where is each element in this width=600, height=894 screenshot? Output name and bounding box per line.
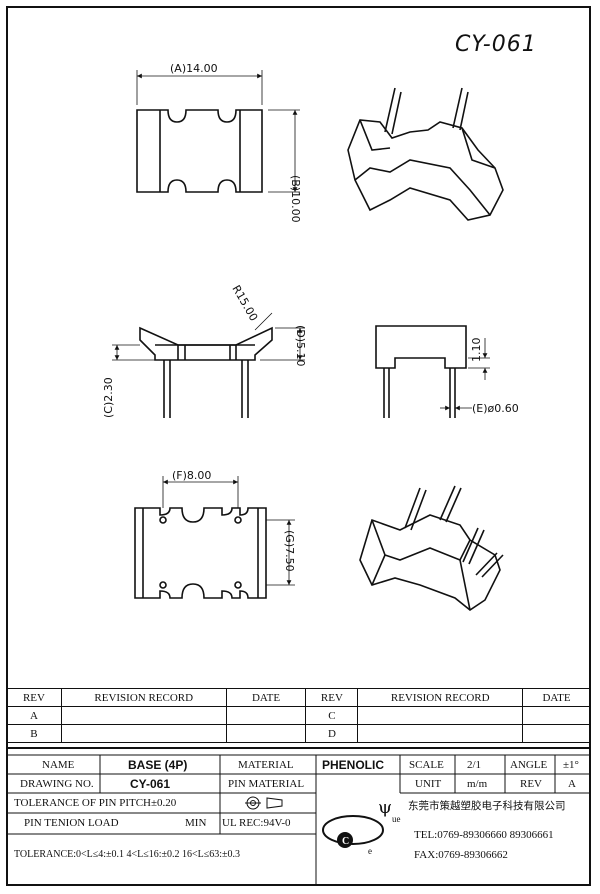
dim-h-label: 1.10: [470, 338, 483, 363]
dim-c-label: (C)2.30: [102, 377, 115, 418]
tolerance-ranges: TOLERANCE:0<L≤4:±0.1 4<L≤16:±0.2 16<L≤63…: [14, 849, 241, 860]
material-label: MATERIAL: [238, 759, 294, 771]
rev-cell: B: [6, 724, 62, 743]
iso-view-1: [347, 87, 504, 221]
dim-a-label: (A)14.00: [170, 62, 218, 75]
date-header-1: DATE: [225, 688, 307, 707]
pin-material-label: PIN MATERIAL: [228, 778, 305, 790]
dim-b-label: (B)10.00: [289, 175, 302, 223]
ul-rec: UL REC:94V-0: [222, 817, 291, 829]
drawing-title: CY-061: [455, 32, 537, 57]
company-name: 东莞市策越塑胶电子科技有限公司: [408, 800, 566, 812]
scale-value: 2/1: [467, 759, 482, 771]
revision-record-header-2: REVISION RECORD: [357, 688, 524, 707]
tolerance-pin-pitch: TOLERANCE OF PIN PITCH±0.20: [14, 797, 177, 809]
dim-g-label: (G)7.50: [283, 530, 296, 572]
drawing-no-label: DRAWING NO.: [20, 778, 94, 790]
unit-label: UNIT: [415, 778, 442, 790]
material-value: PHENOLIC: [322, 758, 385, 772]
revision-table: REV REVISION RECORD DATE REV REVISION RE…: [6, 688, 591, 743]
drawing-no-value: CY-061: [130, 777, 171, 791]
name-label: NAME: [42, 759, 75, 771]
dim-f-label: (F)8.00: [172, 469, 211, 482]
date-header-2: DATE: [522, 688, 591, 707]
company-tel: TEL:0769-89306660 89306661: [414, 829, 554, 841]
bottom-view: [134, 476, 295, 599]
top-view: [136, 70, 300, 193]
scale-label: SCALE: [409, 759, 444, 771]
pin-tenion-load: PIN TENION LOAD: [24, 817, 119, 829]
rev-cell: A: [6, 706, 62, 725]
rev-header-1: REV: [6, 688, 62, 707]
pin-tenion-min: MIN: [185, 817, 207, 829]
angle-label: ANGLE: [510, 759, 548, 771]
dim-e-label: (E)ø0.60: [472, 402, 519, 415]
company-fax: FAX:0769-89306662: [414, 849, 508, 861]
rev-label: REV: [520, 778, 542, 790]
unit-value: m/m: [467, 778, 488, 790]
revision-record-header-1: REVISION RECORD: [60, 688, 227, 707]
name-value: BASE (4P): [128, 758, 188, 772]
rev-cell: D: [305, 724, 359, 743]
drawing-frame: [6, 6, 591, 886]
rev-header-2: REV: [305, 688, 359, 707]
dim-r-label: R15.00: [229, 283, 260, 323]
rev-cell: C: [305, 706, 359, 725]
rev-value: A: [568, 778, 576, 790]
iso-view-2: [359, 485, 504, 611]
front-view: [112, 312, 305, 418]
dim-d-label: (D)5.10: [294, 325, 307, 367]
angle-value: ±1°: [563, 759, 579, 771]
technical-drawing: (A)14.00 (B)10.00 R15.00 (C)2.30 (D)5.10…: [102, 62, 519, 611]
side-view: [375, 325, 490, 418]
